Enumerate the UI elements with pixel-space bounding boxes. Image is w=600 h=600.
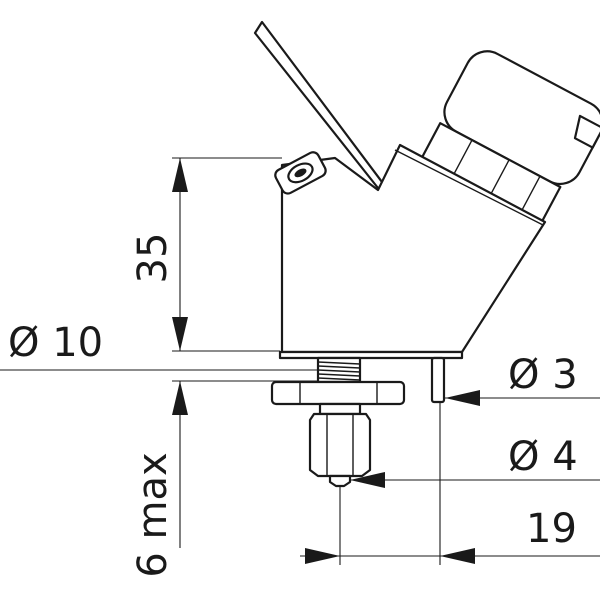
max-length-label: 6 max — [130, 452, 176, 577]
dimensions — [0, 157, 600, 565]
stem-tip — [328, 474, 352, 488]
push-button — [416, 50, 600, 231]
height-label: 35 — [130, 233, 176, 284]
pivot-knob — [274, 151, 327, 195]
threaded-stem — [316, 356, 362, 384]
offset-label: 19 — [526, 506, 577, 552]
valve-assembly — [253, 20, 600, 488]
hex-nut — [308, 412, 372, 478]
thread-diameter-label: Ø 10 — [8, 320, 103, 366]
base-plate — [278, 350, 464, 360]
pin-diameter-label: Ø 3 — [508, 352, 578, 398]
side-pin — [430, 356, 446, 404]
hex-nut-upper — [318, 402, 362, 416]
tip-diameter-label: Ø 4 — [508, 434, 578, 480]
body-band — [394, 149, 544, 226]
lock-nut — [270, 380, 406, 406]
